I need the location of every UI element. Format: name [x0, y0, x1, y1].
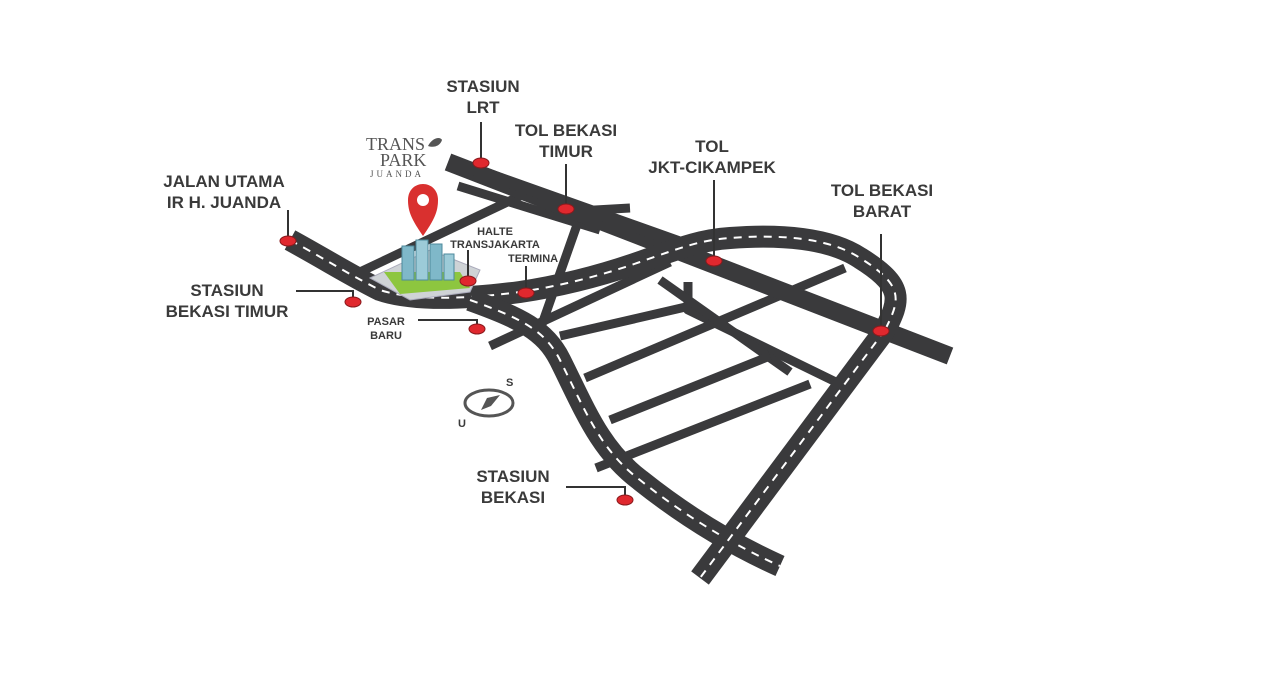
main-road-barat — [691, 323, 894, 585]
label-terminal: TERMINA — [508, 253, 558, 265]
marker-pasar-baru[interactable] — [468, 323, 486, 335]
label-jalan-utama-line2: IR H. JUANDA — [167, 193, 281, 212]
building-towers-icon — [401, 239, 455, 281]
marker-stasiun-lrt[interactable] — [472, 157, 490, 169]
label-tol-jkt-line2: JKT-CIKAMPEK — [648, 158, 776, 177]
location-pin-icon — [408, 184, 438, 236]
label-pasar-baru-line2: BARU — [370, 330, 402, 342]
main-road-bekasi — [466, 289, 785, 577]
label-stasiun-bekasi-line1: STASIUN — [476, 467, 549, 486]
marker-jalan-utama[interactable] — [279, 235, 297, 247]
marker-terminal[interactable] — [517, 287, 535, 299]
transpark-site — [368, 184, 481, 301]
label-stasiun-bekasi-timur-line2: BEKASI TIMUR — [166, 302, 289, 321]
label-halte-line1: HALTE — [477, 226, 513, 238]
compass-icon: U S — [458, 377, 515, 430]
label-tol-jkt-line1: TOL — [695, 137, 729, 156]
marker-tol-jkt-cikampek[interactable] — [705, 255, 723, 267]
road-rail-lrt — [467, 162, 687, 250]
toll-corridor — [444, 153, 954, 365]
road-segment — [683, 282, 842, 389]
label-tol-bekasi-timur-line1: TOL BEKASI — [515, 121, 617, 140]
label-tol-bekasi-timur-line2: TIMUR — [539, 142, 593, 161]
label-jalan-utama-line1: JALAN UTAMA — [163, 172, 285, 191]
road-juanda-center-line — [289, 235, 897, 331]
brand-logo: TRANS PARK JUANDA — [366, 134, 442, 179]
compass-south-label: S — [506, 377, 513, 389]
label-stasiun-lrt-line1: STASIUN — [446, 77, 519, 96]
label-stasiun-lrt-line2: LRT — [466, 98, 500, 117]
road-to-stasiun-bekasi-center-line — [469, 299, 781, 567]
marker-stasiun-bekasi-timur[interactable] — [344, 296, 362, 308]
brand-line-3: JUANDA — [370, 169, 424, 179]
label-stasiun-bekasi-timur-line1: STASIUN — [190, 281, 263, 300]
main-road-juanda — [284, 225, 907, 335]
leaf-icon — [428, 138, 442, 147]
place-labels: STASIUN LRT TOL BEKASI TIMUR TOL JKT-CIK… — [163, 77, 933, 507]
marker-tol-bekasi-barat[interactable] — [872, 325, 890, 337]
brand-line-1: TRANS — [366, 134, 425, 154]
label-tol-bekasi-barat-line2: BARAT — [853, 202, 912, 221]
road-tol-bekasi-barat-center-line — [699, 329, 886, 579]
label-tol-bekasi-barat-line1: TOL BEKASI — [831, 181, 933, 200]
markers — [279, 157, 890, 506]
compass-north-label: U — [458, 418, 466, 430]
marker-stasiun-bekasi[interactable] — [616, 494, 634, 506]
brand-line-2: PARK — [380, 150, 426, 170]
road-segment — [594, 379, 812, 473]
marker-tol-bekasi-timur[interactable] — [557, 203, 575, 215]
marker-halte-transjakarta[interactable] — [459, 275, 477, 287]
label-halte-line2: TRANSJAKARTA — [450, 239, 540, 251]
label-stasiun-bekasi-line2: BEKASI — [481, 488, 545, 507]
road-segment — [608, 351, 772, 425]
road-segment — [358, 191, 522, 277]
label-pasar-baru-line1: PASAR — [367, 316, 405, 328]
road-segment — [558, 301, 692, 341]
